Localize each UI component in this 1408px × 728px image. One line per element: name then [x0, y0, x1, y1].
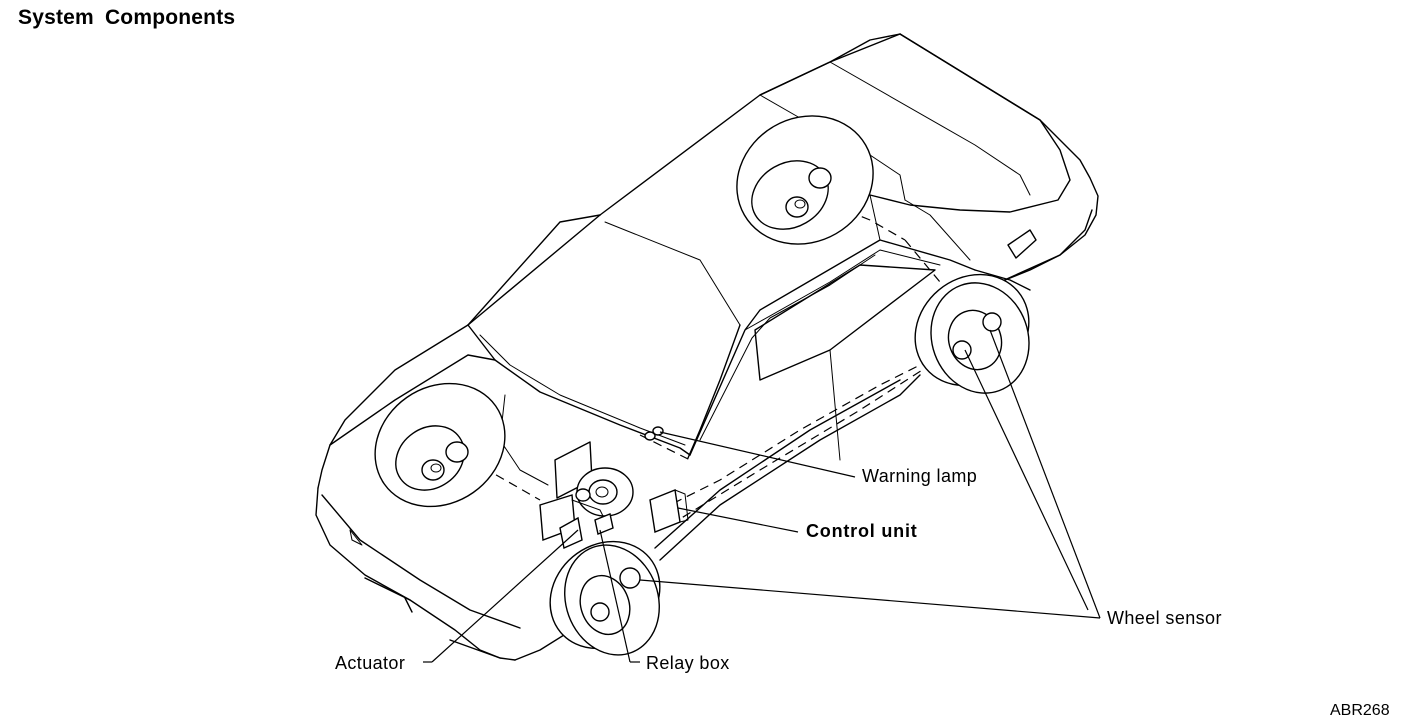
- control-unit-component: [649, 489, 689, 533]
- relay-box-label: Relay box: [646, 653, 730, 673]
- front-right-wheel: [549, 540, 661, 656]
- warning-lamp-component: [644, 426, 664, 441]
- front-left-wheel: [374, 382, 506, 508]
- actuator-component: [539, 441, 634, 549]
- rear-right-wheel: [914, 273, 1030, 394]
- page-title: System Components: [18, 6, 236, 29]
- actuator-label: Actuator: [335, 653, 406, 673]
- rear-left-wheel: [736, 115, 874, 245]
- wheel-sensor-label: Wheel sensor: [1107, 608, 1222, 628]
- control-unit-label: Control unit: [806, 521, 918, 541]
- leader-lines: [423, 329, 1101, 663]
- figure-code: ABR268: [1330, 702, 1390, 719]
- relay-box-component: [594, 513, 614, 535]
- warning-lamp-label: Warning lamp: [862, 466, 978, 486]
